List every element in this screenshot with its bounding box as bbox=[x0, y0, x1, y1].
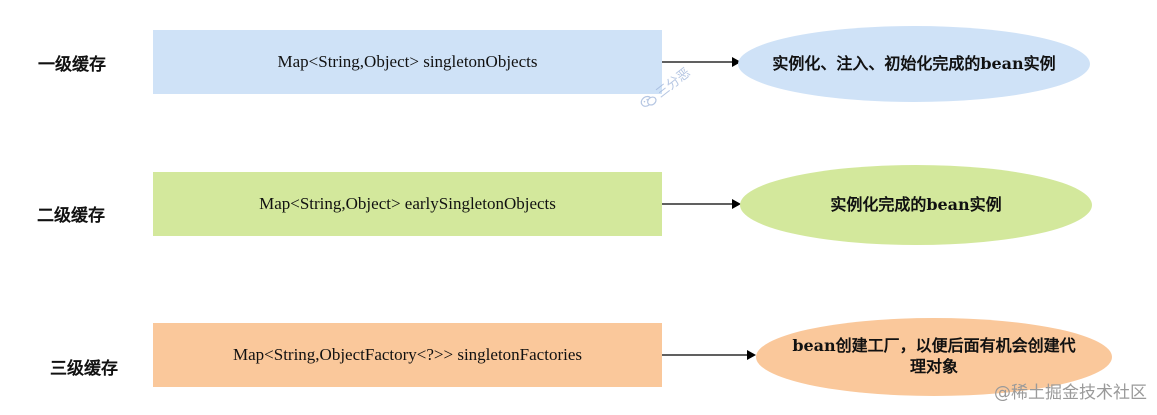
level-3-map-text: Map<String,ObjectFactory<?>> singletonFa… bbox=[232, 345, 582, 364]
level-3-description-ellipse: bean创建工厂，以便后面有机会创建代 理对象 bbox=[756, 318, 1112, 396]
level-2-map-text: Map<String,Object> earlySingletonObjects bbox=[259, 194, 556, 213]
level-1-arrow bbox=[662, 57, 741, 67]
level-1-map-box: Map<String,Object> singletonObjects bbox=[153, 30, 662, 94]
level-2-description-ellipse: 实例化完成的bean实例 bbox=[740, 165, 1092, 245]
level-3-label: 三级缓存 bbox=[50, 359, 118, 379]
level-2-arrow bbox=[662, 199, 741, 209]
level-1-description-ellipse: 实例化、注入、初始化完成的bean实例 bbox=[738, 26, 1090, 102]
level-3-description-line-2: 理对象 bbox=[909, 357, 958, 376]
watermark-bottom: @稀土掘金技术社区 bbox=[994, 383, 1147, 403]
level-2-description-text: 实例化完成的bean实例 bbox=[830, 194, 1002, 214]
level-3-description-line-1: bean创建工厂，以便后面有机会创建代 bbox=[792, 336, 1076, 356]
level-1-map-text: Map<String,Object> singletonObjects bbox=[277, 52, 538, 71]
level-2-label: 二级缓存 bbox=[37, 206, 105, 226]
level-1-description-text: 实例化、注入、初始化完成的bean实例 bbox=[772, 53, 1056, 73]
level-2-map-box: Map<String,Object> earlySingletonObjects bbox=[153, 172, 662, 236]
level-3-arrow bbox=[662, 350, 756, 360]
wechat-icon bbox=[640, 95, 657, 107]
level-3-map-box: Map<String,ObjectFactory<?>> singletonFa… bbox=[153, 323, 662, 387]
watermark-top: 三分恶 bbox=[636, 62, 694, 113]
level-1-label: 一级缓存 bbox=[38, 55, 106, 75]
